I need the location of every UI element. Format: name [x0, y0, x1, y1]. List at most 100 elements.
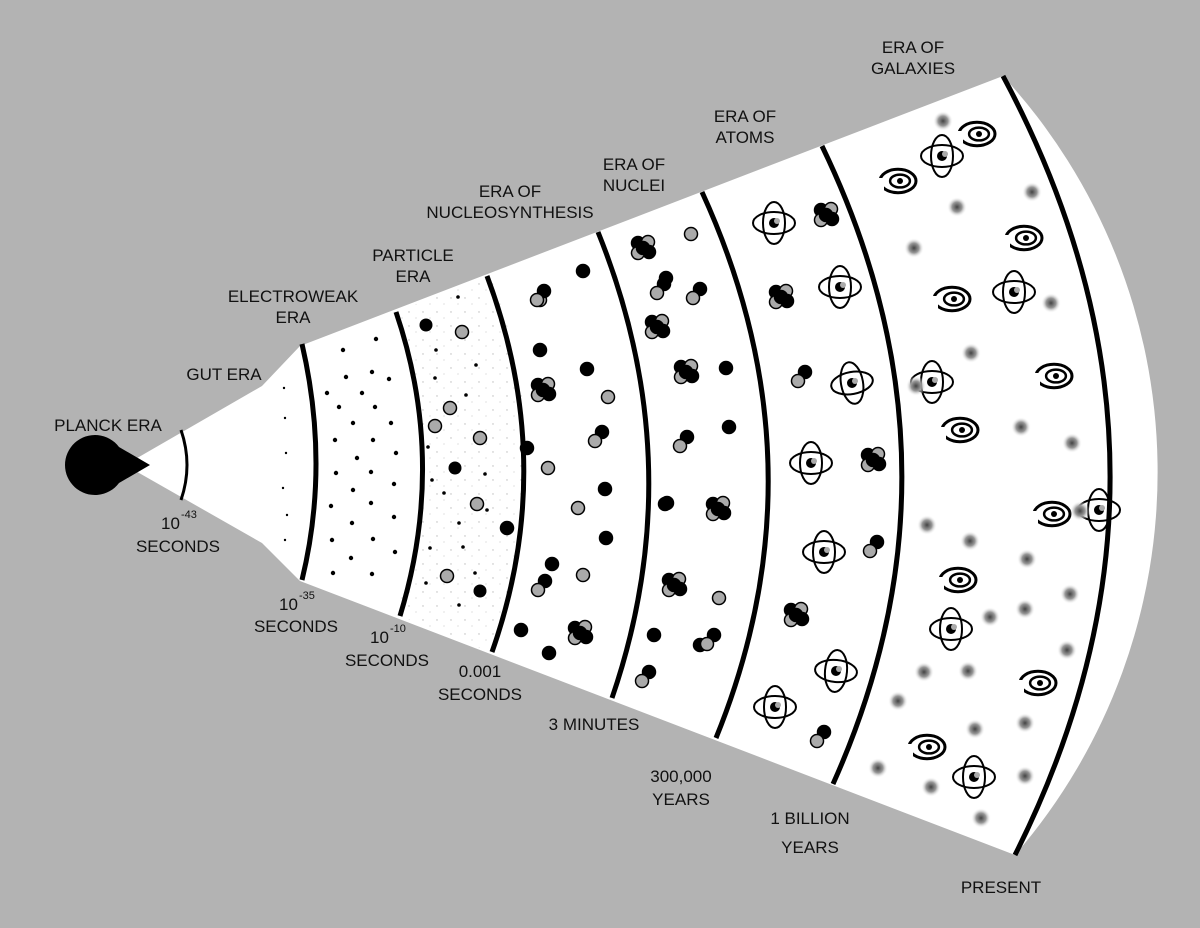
time-label-0001-unit: SECONDS: [438, 685, 522, 704]
boundary-1e-10: [393, 311, 425, 617]
dust-cloud-icon: [921, 777, 941, 797]
atom-icon: [789, 441, 833, 485]
dust-dot-icon: [283, 416, 287, 420]
dust-dot-icon: [359, 390, 365, 396]
dust-dot-icon: [285, 513, 289, 517]
dust-cloud-icon: [906, 376, 926, 396]
dust-dot-icon: [333, 470, 339, 476]
dust-cloud-icon: [947, 197, 967, 217]
dust-dot-icon: [349, 520, 355, 526]
dust-cloud-icon: [980, 607, 1000, 627]
time-label-1e-43-unit: SECONDS: [136, 537, 220, 556]
spiral-galaxy-icon: [1004, 224, 1044, 252]
atom-icon: [910, 360, 954, 404]
dust-dot-icon: [283, 538, 287, 542]
particle-icon: [718, 360, 734, 376]
dust-dot-icon: [464, 393, 468, 397]
spiral-galaxy-icon: [957, 120, 997, 148]
dust-dot-icon: [372, 404, 378, 410]
dust-dot-icon: [391, 481, 397, 487]
spiral-galaxy-icon: [1018, 669, 1058, 697]
particle-icon: [442, 400, 458, 416]
dust-cloud-icon: [1011, 417, 1031, 437]
dust-dot-icon: [368, 500, 374, 506]
time-label-1e-43-base: 10: [161, 514, 180, 533]
dust-dot-icon: [324, 390, 330, 396]
dust-cloud-icon: [958, 661, 978, 681]
dust-dot-icon: [386, 376, 392, 382]
dust-cloud-icon: [1017, 549, 1037, 569]
nucleus-icon: [705, 495, 732, 522]
dust-dot-icon: [483, 472, 487, 476]
spiral-galaxy-icon: [932, 285, 972, 313]
dust-dot-icon: [332, 437, 338, 443]
particle-icon: [427, 418, 443, 434]
nucleus-icon: [809, 724, 832, 749]
dust-dot-icon: [485, 508, 489, 512]
dust-dot-icon: [350, 420, 356, 426]
dust-dot-icon: [473, 571, 477, 575]
dust-dot-icon: [457, 603, 461, 607]
particle-icon: [473, 584, 487, 598]
time-label-1e-35-base: 10: [279, 595, 298, 614]
time-label-1e-35-unit: SECONDS: [254, 617, 338, 636]
expanding-cone: [125, 76, 1158, 855]
atom-icon: [830, 361, 874, 405]
boundary-0001s: [484, 275, 527, 653]
dust-cloud-icon: [1057, 640, 1077, 660]
dust-cloud-icon: [917, 515, 937, 535]
boundary-300kyr: [699, 190, 771, 739]
atom-icon: [818, 265, 862, 309]
particle-icon: [419, 318, 433, 332]
dust-cloud-icon: [961, 343, 981, 363]
dust-dot-icon: [433, 376, 437, 380]
spiral-galaxy-icon: [940, 416, 980, 444]
nucleus-icon: [672, 429, 695, 454]
dust-dot-icon: [284, 451, 288, 455]
boundary-1byr: [819, 144, 905, 786]
time-label-300k-unit: YEARS: [652, 790, 710, 809]
dust-dot-icon: [388, 420, 394, 426]
time-label-1b-unit: YEARS: [781, 838, 839, 857]
particle-icon: [513, 622, 529, 638]
dust-dot-icon: [348, 555, 354, 561]
dust-dot-icon: [434, 348, 438, 352]
particle-icon: [472, 430, 488, 446]
atom-icon: [920, 134, 964, 178]
atom-icon: [752, 201, 796, 245]
dust-cloud-icon: [1022, 182, 1042, 202]
time-labels: 10 -43 SECONDS 10 -35 SECONDS 10 -10 SEC…: [136, 509, 1041, 897]
spiral-galaxy-icon: [938, 566, 978, 594]
dust-dot-icon: [442, 491, 446, 495]
dust-cloud-icon: [1070, 501, 1090, 521]
dust-dot-icon: [369, 571, 375, 577]
black-hole-icon: [65, 435, 150, 496]
particle-icon: [499, 520, 515, 536]
nucleus-icon: [587, 424, 610, 449]
dust-cloud-icon: [971, 808, 991, 828]
era-label-gut: GUT ERA: [186, 365, 262, 384]
boundary-1e-35: [299, 343, 319, 581]
particle-icon: [575, 567, 591, 583]
particle-icon: [439, 568, 455, 584]
particle-icon: [454, 324, 470, 340]
nucleus-icon: [530, 573, 553, 598]
particle-icon: [541, 645, 557, 661]
dust-dot-icon: [392, 549, 398, 555]
particle-icon: [544, 556, 560, 572]
dust-dot-icon: [329, 537, 335, 543]
dust-dot-icon: [370, 536, 376, 542]
dust-cloud-icon: [1015, 766, 1035, 786]
dust-cloud-icon: [868, 758, 888, 778]
particle-era-texture: [395, 276, 527, 652]
nucleus-icon: [567, 619, 594, 646]
nucleus-icon: [813, 201, 840, 228]
atom-icon: [952, 755, 996, 799]
particle-icon: [721, 419, 737, 435]
dust-dot-icon: [457, 521, 461, 525]
